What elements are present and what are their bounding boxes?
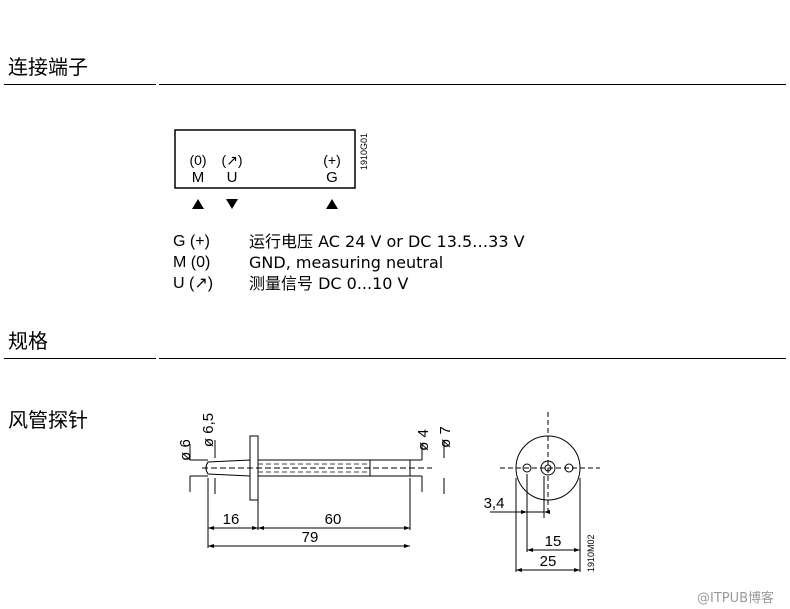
terminal-description: 测量信号 DC 0...10 V: [249, 274, 409, 293]
rod-hole: [540, 460, 556, 476]
arrow-up-icon: [192, 199, 204, 209]
terminal-sign-m: (0): [189, 152, 206, 168]
terminal-letter-u: U: [227, 169, 238, 186]
dim-l79: 79: [302, 529, 319, 546]
dim-d6: ø 6: [177, 439, 194, 461]
dim-r25: 25: [540, 553, 557, 570]
terminal-sign-u: (↗): [221, 152, 242, 168]
terminal-block: [174, 129, 356, 189]
terminal-letter-g: G: [326, 169, 338, 186]
probe-side-view: ø 6 ø 6,5 ø 4 ø 7 16 60 79: [177, 413, 454, 548]
dim-d4: ø 4: [415, 429, 432, 451]
dim-r15: 15: [545, 533, 562, 550]
dim-r34: 3,4: [484, 495, 505, 512]
probe-front-view: 3,4 15 25 1910M02: [484, 412, 600, 572]
terminal-term: G (+): [173, 233, 210, 250]
dim-d65: ø 6,5: [200, 413, 217, 447]
section-title-connection: 连接端子: [8, 55, 88, 79]
divider: [159, 358, 786, 359]
terminal-diagram: (0) M (↗) U (+) G 1910G01: [174, 129, 369, 209]
watermark: @ITPUB博客: [697, 591, 775, 606]
flange-circle: [515, 435, 581, 501]
terminal-term: U (↗): [173, 275, 214, 292]
arrow-down-icon: [226, 199, 238, 209]
arrow-up-icon: [326, 199, 338, 209]
drawing-code: 1910M02: [586, 534, 596, 572]
divider: [159, 84, 786, 85]
mount-hole: [564, 463, 574, 473]
dim-l60: 60: [325, 511, 342, 528]
terminal-term: M (0): [173, 254, 211, 271]
diagram-code: 1910G01: [359, 133, 369, 170]
terminal-description: 运行电压 AC 24 V or DC 13.5…33 V: [249, 232, 525, 251]
section-title-probe: 风管探针: [8, 408, 88, 432]
mount-hole: [522, 463, 532, 473]
terminal-description: GND, measuring neutral: [249, 253, 444, 272]
section-title-spec: 规格: [8, 329, 48, 353]
dim-l16: 16: [223, 511, 240, 528]
divider: [4, 84, 156, 85]
divider: [4, 358, 156, 359]
terminal-letter-m: M: [192, 169, 205, 186]
dim-d7: ø 7: [437, 426, 454, 448]
terminal-sign-g: (+): [323, 152, 341, 168]
probe-tip: [205, 459, 251, 477]
